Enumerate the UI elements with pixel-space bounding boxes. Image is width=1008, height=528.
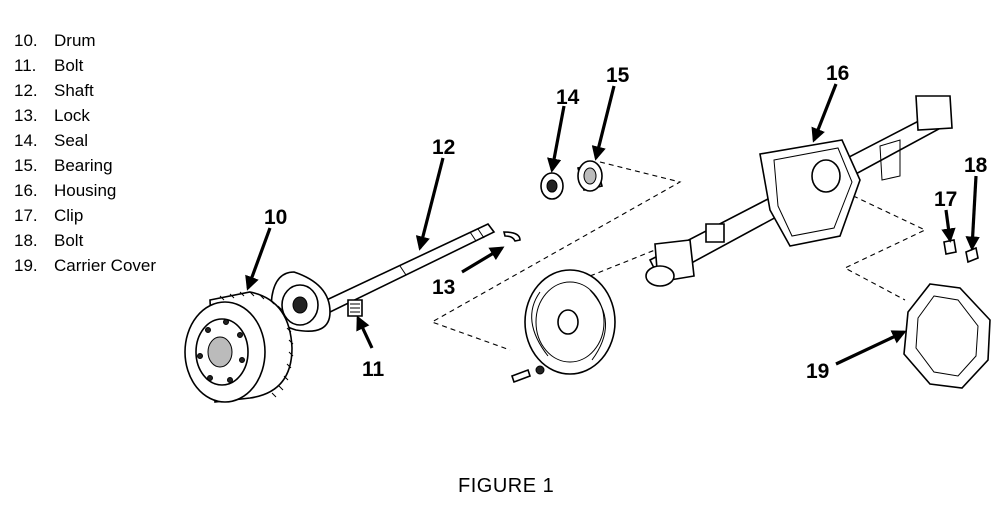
clip-17 <box>943 239 957 255</box>
legend-item-bolt-2: 18. Bolt <box>14 228 156 253</box>
legend-number: 13. <box>14 106 38 125</box>
legend-number: 12. <box>14 81 38 100</box>
legend-item-drum: 10. Drum <box>14 28 156 53</box>
legend-label: Housing <box>54 181 117 200</box>
legend-number: 17. <box>14 206 38 225</box>
legend-number: 10. <box>14 31 38 50</box>
legend-label: Lock <box>54 106 90 125</box>
legend-item-bearing: 15. Bearing <box>14 153 156 178</box>
legend-label: Bearing <box>54 156 113 175</box>
parts-legend: 10. Drum 11. Bolt 12. Shaft 13. Lock 14. Seal… <box>14 28 156 278</box>
callout-10: 10 <box>264 206 287 229</box>
legend-label: Shaft <box>54 81 94 100</box>
legend-item-bolt: 11. Bolt <box>14 53 156 78</box>
brake-drum <box>184 291 294 403</box>
legend-number: 15. <box>14 156 38 175</box>
callout-13: 13 <box>432 276 455 299</box>
carrier-cover-19 <box>903 283 991 389</box>
axle-housing <box>645 95 953 287</box>
legend-item-clip: 17. Clip <box>14 203 156 228</box>
seal-14 <box>540 172 564 200</box>
callout-arrows <box>245 83 980 366</box>
legend-item-carrier-cover: 19. Carrier Cover <box>14 253 156 278</box>
callout-14: 14 <box>556 86 580 109</box>
figure-caption: FIGURE 1 <box>458 475 555 497</box>
bolt-11 <box>347 299 363 317</box>
legend-item-lock: 13. Lock <box>14 103 156 128</box>
axle-shaft <box>270 222 496 332</box>
brake-backing-plate <box>510 269 616 384</box>
callout-11: 11 <box>362 358 385 381</box>
bolt-18 <box>965 246 979 264</box>
legend-label: Bolt <box>54 56 84 75</box>
legend-label: Clip <box>54 206 84 225</box>
legend-number: 19. <box>14 256 38 275</box>
legend-label: Drum <box>54 31 96 50</box>
bearing-15 <box>577 160 603 192</box>
legend-item-housing: 16. Housing <box>14 178 156 203</box>
legend-item-shaft: 12. Shaft <box>14 78 156 103</box>
legend-number: 11. <box>14 56 37 75</box>
legend-label: Bolt <box>54 231 84 250</box>
legend-number: 14. <box>14 131 38 150</box>
callout-18: 18 <box>964 154 988 177</box>
callout-19: 19 <box>806 360 829 383</box>
callout-16: 16 <box>826 62 849 85</box>
callout-12: 12 <box>432 136 455 159</box>
legend-number: 18. <box>14 231 38 250</box>
lock-13 <box>502 231 521 242</box>
legend-item-seal: 14. Seal <box>14 128 156 153</box>
legend-label: Carrier Cover <box>54 256 157 275</box>
callout-15: 15 <box>606 64 630 87</box>
legend-number: 16. <box>14 181 38 200</box>
callout-17: 17 <box>934 188 957 211</box>
legend-label: Seal <box>54 131 89 150</box>
